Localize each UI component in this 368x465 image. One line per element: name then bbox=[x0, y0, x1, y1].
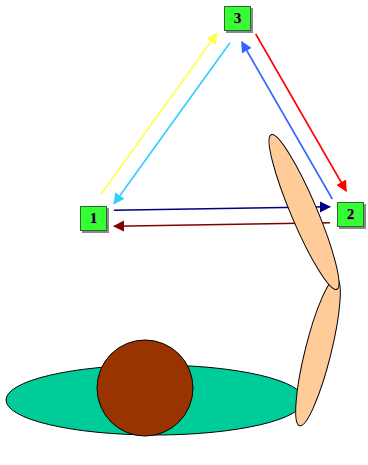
box-number: 3 bbox=[234, 10, 242, 27]
arrow-connector bbox=[101, 33, 217, 194]
head bbox=[97, 340, 193, 436]
number-box: 2 bbox=[337, 202, 364, 227]
arrow-connector bbox=[256, 34, 347, 191]
box-number: 1 bbox=[90, 210, 98, 227]
number-box: 3 bbox=[224, 6, 251, 31]
upper-arm bbox=[287, 275, 349, 429]
box-number: 2 bbox=[347, 206, 355, 223]
forearm bbox=[259, 130, 349, 295]
arrow-connector bbox=[114, 43, 230, 204]
number-box: 1 bbox=[80, 206, 107, 231]
